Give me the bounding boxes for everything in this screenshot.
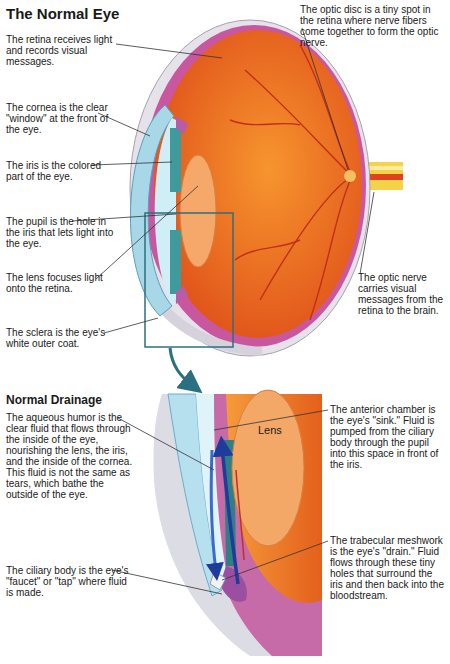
vessel bbox=[245, 70, 352, 176]
vessel bbox=[260, 176, 352, 300]
vessel bbox=[235, 240, 300, 260]
leader-lines bbox=[72, 28, 374, 594]
choroid bbox=[142, 25, 366, 347]
callout-text: The aqueous humor is the clear fluid tha… bbox=[6, 412, 134, 500]
vessel bbox=[310, 176, 352, 320]
diagram-title: The Normal Eye bbox=[6, 5, 119, 22]
iris bbox=[170, 230, 181, 294]
anterior-chamber-section bbox=[196, 394, 228, 590]
callout-text: The optic nerve carries visual messages … bbox=[358, 272, 448, 316]
callout-text: The retina receives light and records vi… bbox=[6, 34, 118, 67]
callout-text: The cornea is the clear "window" at the … bbox=[6, 102, 124, 135]
blood-vessel bbox=[236, 470, 244, 560]
ciliary-body bbox=[176, 286, 188, 304]
callout-text: The lens focuses light onto the retina. bbox=[6, 272, 106, 294]
callout-text: The ciliary body is the eye's "faucet" o… bbox=[6, 565, 134, 598]
inset-arrow bbox=[170, 348, 193, 386]
leader-line bbox=[222, 541, 328, 580]
callout-text: The optic disc is a tiny spot in the ret… bbox=[300, 4, 445, 48]
ciliary-body bbox=[176, 116, 188, 134]
inset-box bbox=[145, 213, 233, 347]
callout-text: The sclera is the eye's white outer coat… bbox=[6, 327, 116, 349]
trabecular-meshwork bbox=[210, 572, 226, 590]
lens bbox=[180, 155, 216, 267]
sclera bbox=[130, 20, 370, 356]
leader-line bbox=[302, 28, 348, 170]
callout-text: The anterior chamber is the eye's "sink.… bbox=[330, 404, 446, 470]
lens bbox=[232, 390, 304, 546]
leader-line bbox=[118, 418, 214, 470]
leader-line bbox=[360, 192, 374, 274]
fluid-arrow bbox=[211, 450, 216, 572]
leader-line bbox=[92, 162, 172, 165]
vessel bbox=[230, 120, 300, 125]
retinal-vessels bbox=[230, 45, 352, 320]
callout-text: The iris is the colored part of the eye. bbox=[6, 160, 116, 182]
part-label: Lens bbox=[258, 424, 282, 436]
section-heading: Normal Drainage bbox=[6, 393, 102, 407]
vessel bbox=[300, 45, 352, 176]
iris bbox=[170, 128, 181, 192]
leader-line bbox=[116, 44, 222, 58]
optic-disc bbox=[344, 170, 356, 182]
ciliary-body-section bbox=[220, 566, 247, 602]
callout-text: The trabecular meshwork is the eye's "dr… bbox=[330, 535, 446, 601]
fluid-arrow bbox=[222, 446, 238, 584]
callout-text: The pupil is the hole in the iris that l… bbox=[6, 216, 118, 249]
retina bbox=[154, 30, 362, 338]
leader-line bbox=[104, 318, 158, 333]
